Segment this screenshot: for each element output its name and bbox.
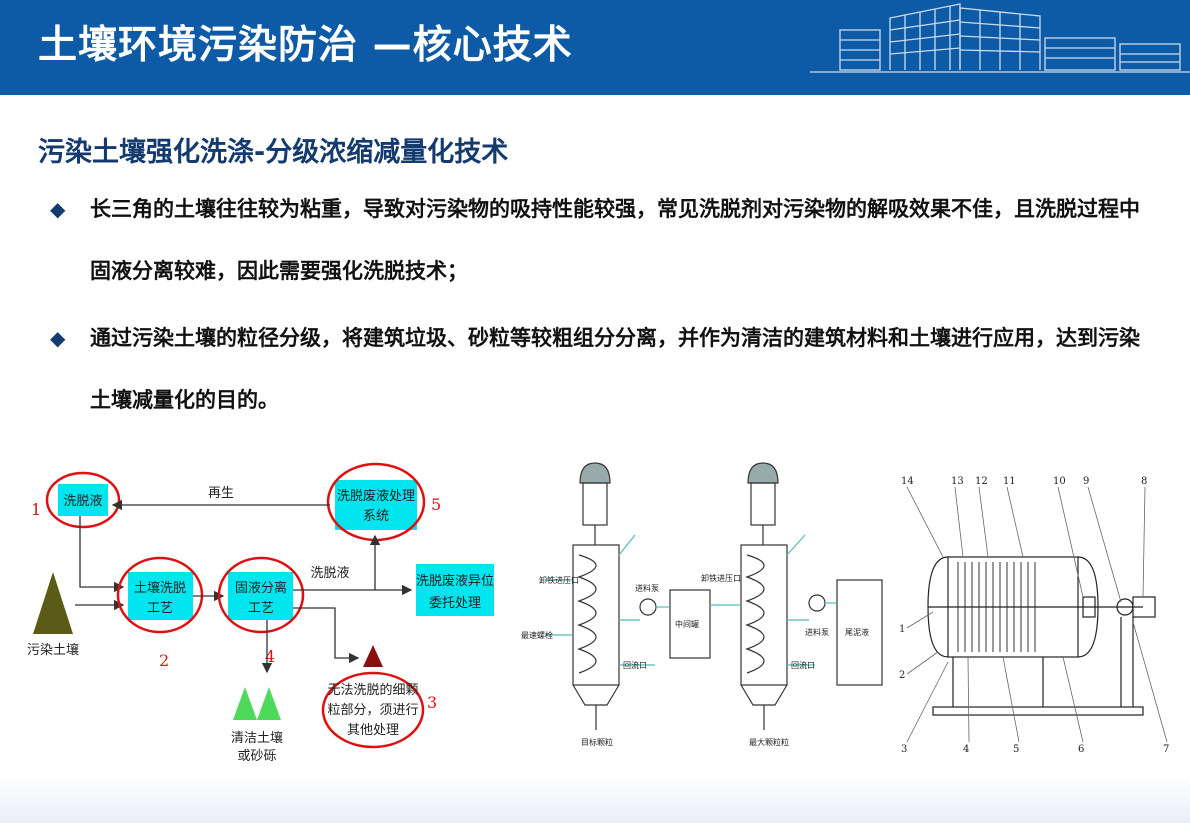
clean-soil-label-1: 清洁土壤 bbox=[231, 730, 283, 746]
pump-label-1: 进料泵 bbox=[635, 583, 659, 593]
eluent-flow-label: 洗脱液 bbox=[310, 566, 349, 581]
bullet-item-1: ◆ 长三角的土壤往往较为粘重，导致对污染物的吸持性能较强，常见洗脱剂对污染物的解… bbox=[50, 178, 1150, 302]
waste-sys-label-1: 洗脱废液处理 bbox=[337, 488, 415, 504]
diamond-bullet-icon: ◆ bbox=[50, 326, 66, 350]
bottom-label-2: 最大颗粒粒 bbox=[749, 737, 789, 747]
polluted-soil-triangle bbox=[33, 572, 73, 634]
part-label: 4 bbox=[963, 744, 969, 755]
sep-label-1: 固液分离 bbox=[235, 580, 287, 596]
soil-wash-box bbox=[128, 572, 193, 620]
part-label: 14 bbox=[901, 476, 914, 487]
waste-sys-label-2: 系统 bbox=[363, 509, 389, 524]
regen-label: 再生 bbox=[208, 486, 234, 501]
inlet-label-1: 卸铁进压口 bbox=[539, 575, 579, 585]
hydrocyclone-schematic: 卸铁进压口 最速螺栓 进料泵 中间罐 卸铁进压口 进料泵 尾泥液 回流口 回流口… bbox=[521, 462, 883, 747]
bullet-text-1: 长三角的土壤往往较为粘重，导致对污染物的吸持性能较强，常见洗脱剂对污染物的解吸效… bbox=[90, 197, 1140, 283]
port-label-2: 回流口 bbox=[791, 660, 815, 670]
highlight-ring bbox=[116, 556, 204, 634]
part-label: 1 bbox=[899, 624, 905, 635]
waste-treatment-box bbox=[335, 480, 417, 530]
part-label: 6 bbox=[1078, 744, 1084, 755]
bottom-decoration bbox=[0, 775, 1190, 823]
offsite-label-2: 委托处理 bbox=[429, 596, 481, 611]
clean-soil-label-2: 或砂砾 bbox=[237, 749, 276, 764]
page-title: 土壤环境污染防治 —核心技术 bbox=[38, 23, 573, 68]
part-label: 3 bbox=[901, 744, 907, 755]
highlight-ring bbox=[321, 671, 425, 749]
part-label: 5 bbox=[1013, 744, 1019, 755]
polluted-soil-label: 污染土壤 bbox=[27, 642, 79, 658]
step-number-1: 1 bbox=[31, 500, 41, 519]
soil-wash-label-2: 工艺 bbox=[147, 601, 173, 616]
inlet-label-2: 卸铁进压口 bbox=[701, 573, 741, 583]
part-label: 11 bbox=[1003, 476, 1016, 487]
clean-soil-triangle bbox=[233, 687, 257, 720]
part-label: 9 bbox=[1083, 476, 1089, 487]
highlight-ring bbox=[217, 556, 305, 634]
fine-label-1: 无法洗脱的细颗 bbox=[327, 682, 418, 698]
sep-label-2: 工艺 bbox=[248, 601, 274, 616]
section-subtitle: 污染土壤强化洗涤-分级浓缩减量化技术 bbox=[38, 137, 509, 168]
part-label: 12 bbox=[975, 476, 988, 487]
header-bar: 土壤环境污染防治 —核心技术 bbox=[0, 0, 1190, 95]
fine-particle-triangle bbox=[363, 645, 383, 667]
building-illustration bbox=[810, 3, 1190, 73]
tank-label-2: 尾泥液 bbox=[845, 627, 869, 637]
step-number-2: 2 bbox=[159, 651, 169, 670]
bullet-item-2: ◆ 通过污染土壤的粒径分级，将建筑垃圾、砂粒等较粗组分分离，并作为清洁的建筑材料… bbox=[50, 307, 1150, 431]
port-label-1: 回流口 bbox=[623, 660, 647, 670]
bullet-text-2: 通过污染土壤的粒径分级，将建筑垃圾、砂粒等较粗组分分离，并作为清洁的建筑材料和土… bbox=[90, 326, 1140, 412]
part-label: 13 bbox=[951, 476, 964, 487]
fine-label-2: 粒部分，须进行 bbox=[327, 703, 418, 718]
part-label: 10 bbox=[1053, 476, 1066, 487]
eluent-box bbox=[58, 484, 108, 516]
soil-wash-label-1: 土壤洗脱 bbox=[134, 580, 186, 596]
part-label: 2 bbox=[899, 670, 905, 681]
step-number-4: 4 bbox=[265, 647, 275, 666]
tank-label-1: 中间罐 bbox=[675, 619, 699, 629]
offsite-treatment-box bbox=[416, 564, 494, 616]
process-flow-diagram: 洗脱液 1 洗脱废液处理 系统 5 再生 污染土壤 土壤洗脱 工艺 2 固液分离… bbox=[27, 462, 494, 764]
step-number-5: 5 bbox=[431, 495, 441, 514]
filter-press-drawing: 14 13 12 11 10 9 8 1 2 3 4 5 6 7 bbox=[899, 476, 1169, 755]
diamond-bullet-icon: ◆ bbox=[50, 197, 66, 221]
separation-box bbox=[228, 572, 293, 620]
clean-soil-triangle bbox=[257, 687, 281, 720]
fine-label-3: 其他处理 bbox=[347, 723, 399, 738]
part-label: 7 bbox=[1163, 744, 1169, 755]
pump-label-2: 进料泵 bbox=[805, 627, 829, 637]
offsite-label-1: 洗脱废液异位 bbox=[416, 573, 494, 589]
eluent-label: 洗脱液 bbox=[63, 494, 102, 509]
part-label: 8 bbox=[1141, 476, 1147, 487]
step-number-3: 3 bbox=[427, 693, 437, 712]
bottom-label-1: 目标颗粒 bbox=[581, 737, 613, 747]
outlet-label-1: 最速螺栓 bbox=[521, 630, 553, 640]
